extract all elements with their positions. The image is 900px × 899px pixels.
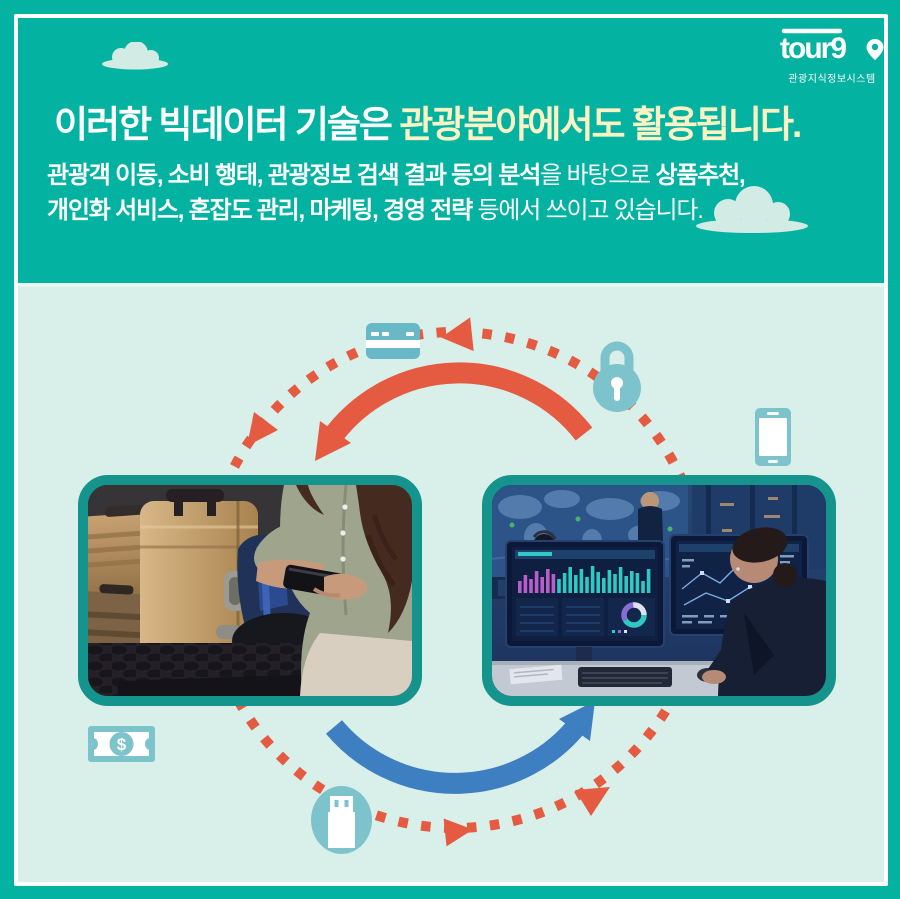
smartphone-icon <box>755 408 791 466</box>
arrowhead-bottom-right <box>443 818 473 847</box>
desc-seg5: 등에서 쓰이고 있습니다. <box>472 197 704 224</box>
dollar-sign: $ <box>117 735 127 754</box>
brand-logo: tour9 관광지식정보시스템 <box>780 18 884 85</box>
location-pin-icon <box>866 39 884 60</box>
cycle-arrow-red <box>315 362 593 461</box>
arrowhead-left-down <box>247 412 278 446</box>
page-title: 이러한 빅데이터 기술은 관광분야에서도 활용됩니다. <box>54 94 802 148</box>
brand-logo-text: tour9 <box>780 32 846 64</box>
credit-card-icon <box>366 323 420 359</box>
photo-data-control-room <box>482 475 836 706</box>
card-stripe <box>366 340 420 348</box>
description-line-2: 개인화 서비스, 혼잡도 관리, 마케팅, 경영 전략 등에서 쓰이고 있습니다… <box>47 193 745 228</box>
cloud-icon <box>102 42 168 70</box>
title-part-accent: 관광분야에서도 활용됩니다. <box>399 104 802 145</box>
hair <box>356 485 412 633</box>
suitcase-main <box>140 489 258 683</box>
brand-logo-subtitle: 관광지식정보시스템 <box>788 74 876 85</box>
dashboard-monitor <box>505 540 665 678</box>
brand-logo-mark: tour9 <box>780 28 884 65</box>
desc-seg1: 관광객 이동, 소비 행태, 관광정보 검색 결과 등의 분석 <box>47 162 541 189</box>
description-text: 관광객 이동, 소비 행태, 관광정보 검색 결과 등의 분석을 바탕으로 상품… <box>47 158 746 228</box>
cycle-arrow-blue <box>325 701 595 794</box>
desc-seg3: 상품추천, <box>655 162 746 189</box>
traveler-woman <box>254 485 412 696</box>
dashed-circle-arrowheads <box>247 317 610 847</box>
money-icon: $ <box>88 726 155 762</box>
analyst-woman <box>702 527 826 696</box>
desc-seg2: 을 바탕으로 <box>540 162 656 189</box>
header-divider <box>18 283 884 287</box>
description-line-1: 관광객 이동, 소비 행태, 관광정보 검색 결과 등의 분석을 바탕으로 상품… <box>47 158 746 193</box>
usb-icon <box>311 786 372 854</box>
arrowhead-top-left <box>441 317 474 352</box>
photo-traveler-luggage <box>78 475 422 706</box>
desc-seg4: 개인화 서비스, 혼잡도 관리, 마케팅, 경영 전략 <box>47 197 473 224</box>
cloud-icon <box>696 186 808 233</box>
lock-icon <box>593 341 641 412</box>
title-part-white: 이러한 빅데이터 기술은 <box>54 104 400 145</box>
arrowhead-lowerright-up <box>575 787 610 816</box>
